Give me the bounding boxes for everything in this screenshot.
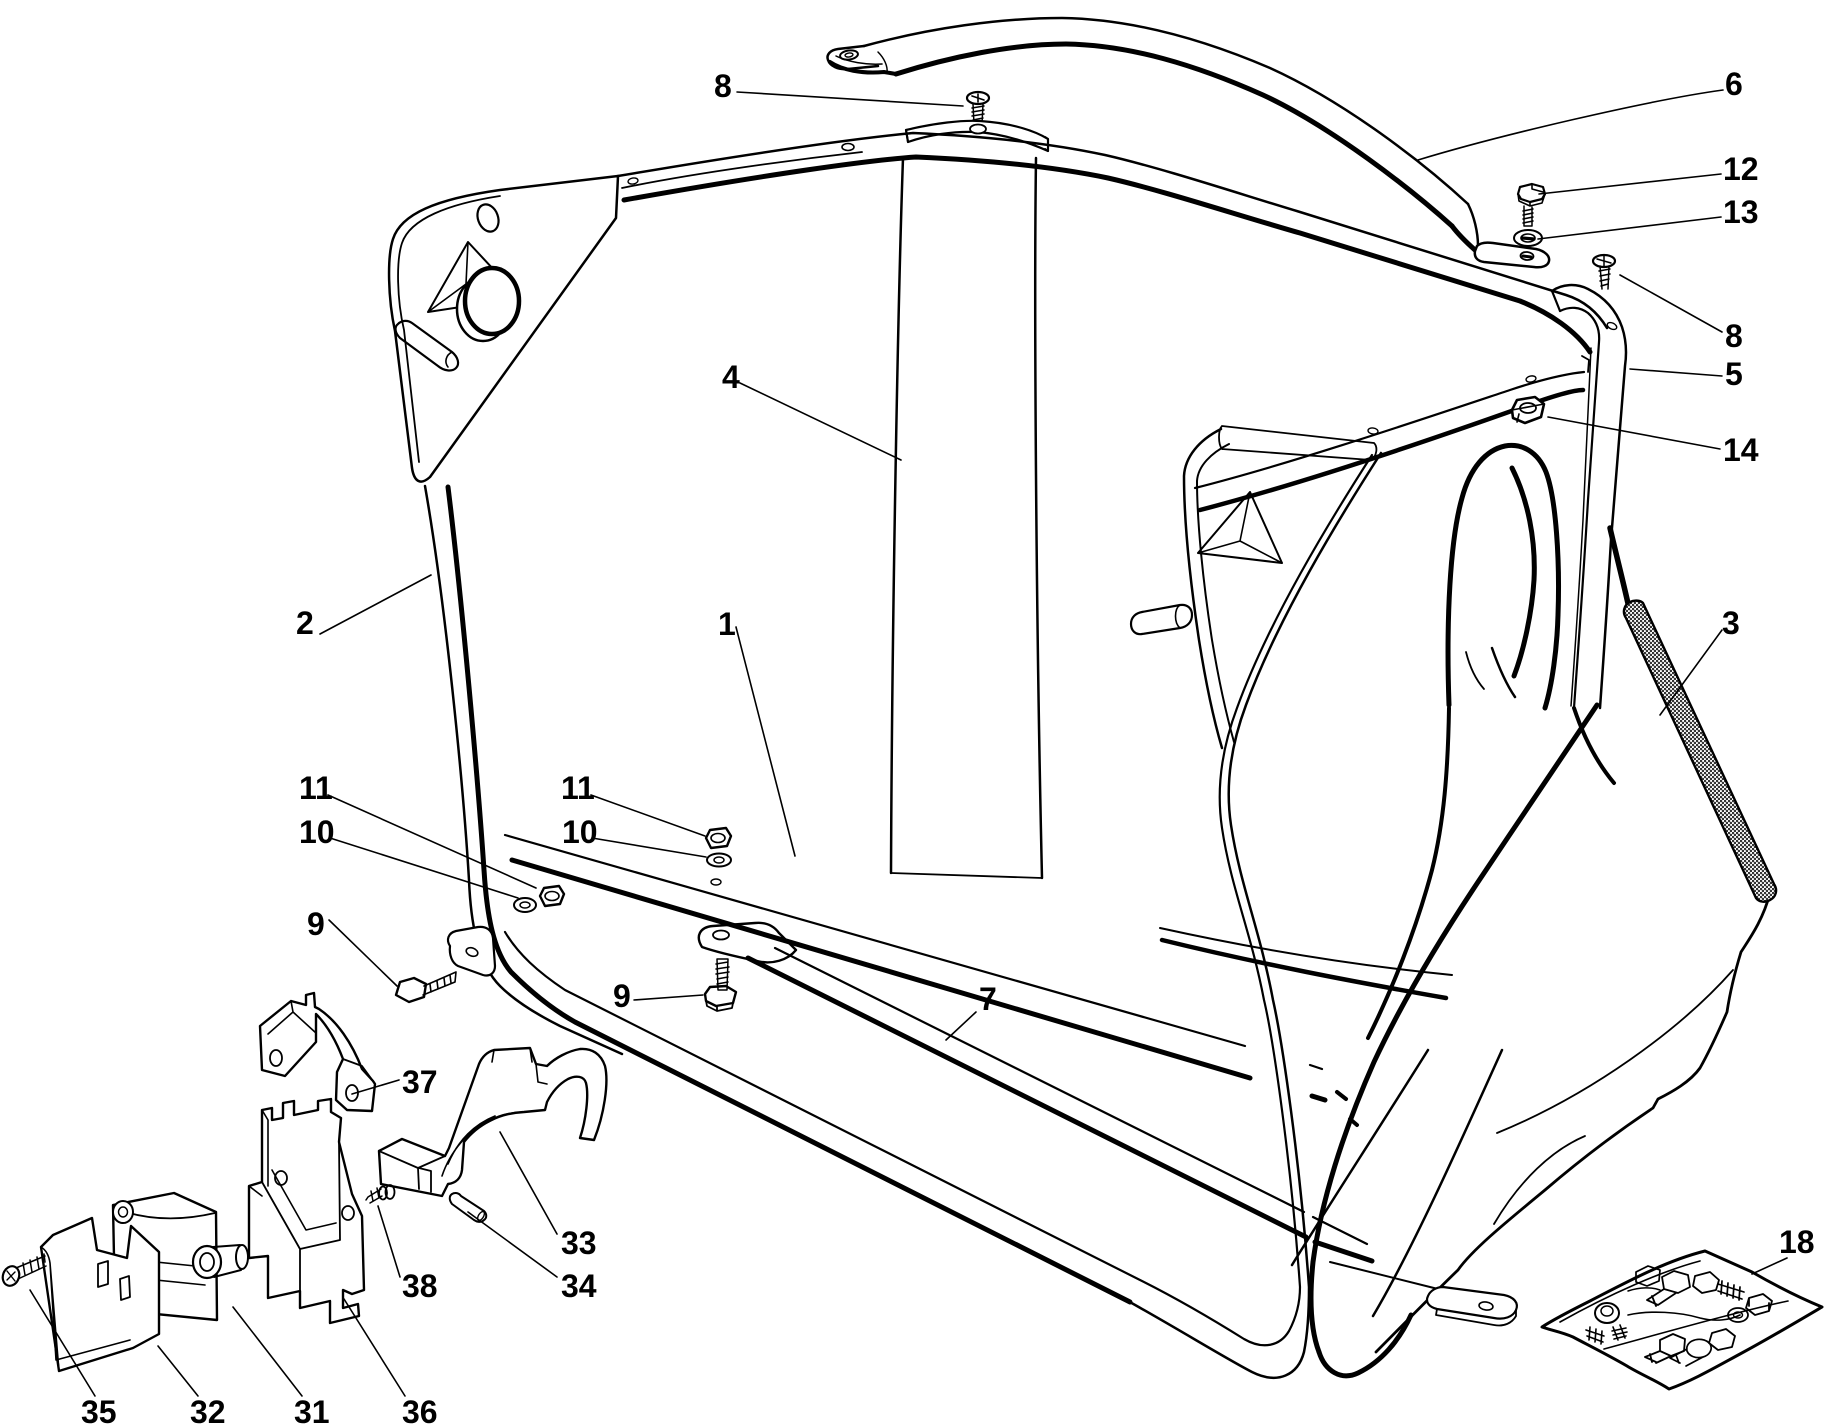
svg-text:14: 14 <box>1723 432 1759 468</box>
svg-text:12: 12 <box>1723 151 1759 187</box>
svg-text:38: 38 <box>402 1268 438 1304</box>
svg-text:6: 6 <box>1725 66 1743 102</box>
svg-text:8: 8 <box>1725 318 1743 354</box>
svg-text:5: 5 <box>1725 356 1743 392</box>
svg-text:18: 18 <box>1779 1224 1815 1260</box>
svg-text:9: 9 <box>613 978 631 1014</box>
svg-text:34: 34 <box>561 1268 597 1304</box>
svg-text:3: 3 <box>1722 605 1740 641</box>
svg-text:32: 32 <box>190 1394 226 1427</box>
svg-text:10: 10 <box>299 814 335 850</box>
svg-text:35: 35 <box>81 1394 117 1427</box>
svg-text:13: 13 <box>1723 194 1759 230</box>
svg-text:4: 4 <box>722 359 740 395</box>
svg-text:8: 8 <box>714 68 732 104</box>
svg-text:2: 2 <box>296 605 314 641</box>
svg-text:7: 7 <box>979 981 997 1017</box>
svg-text:33: 33 <box>561 1225 597 1261</box>
svg-text:11: 11 <box>299 770 333 806</box>
svg-text:10: 10 <box>562 814 598 850</box>
svg-text:9: 9 <box>307 906 325 942</box>
svg-text:36: 36 <box>402 1394 438 1427</box>
svg-text:1: 1 <box>718 606 736 642</box>
svg-text:11: 11 <box>561 770 595 806</box>
svg-text:31: 31 <box>294 1394 330 1427</box>
svg-text:37: 37 <box>402 1064 438 1100</box>
